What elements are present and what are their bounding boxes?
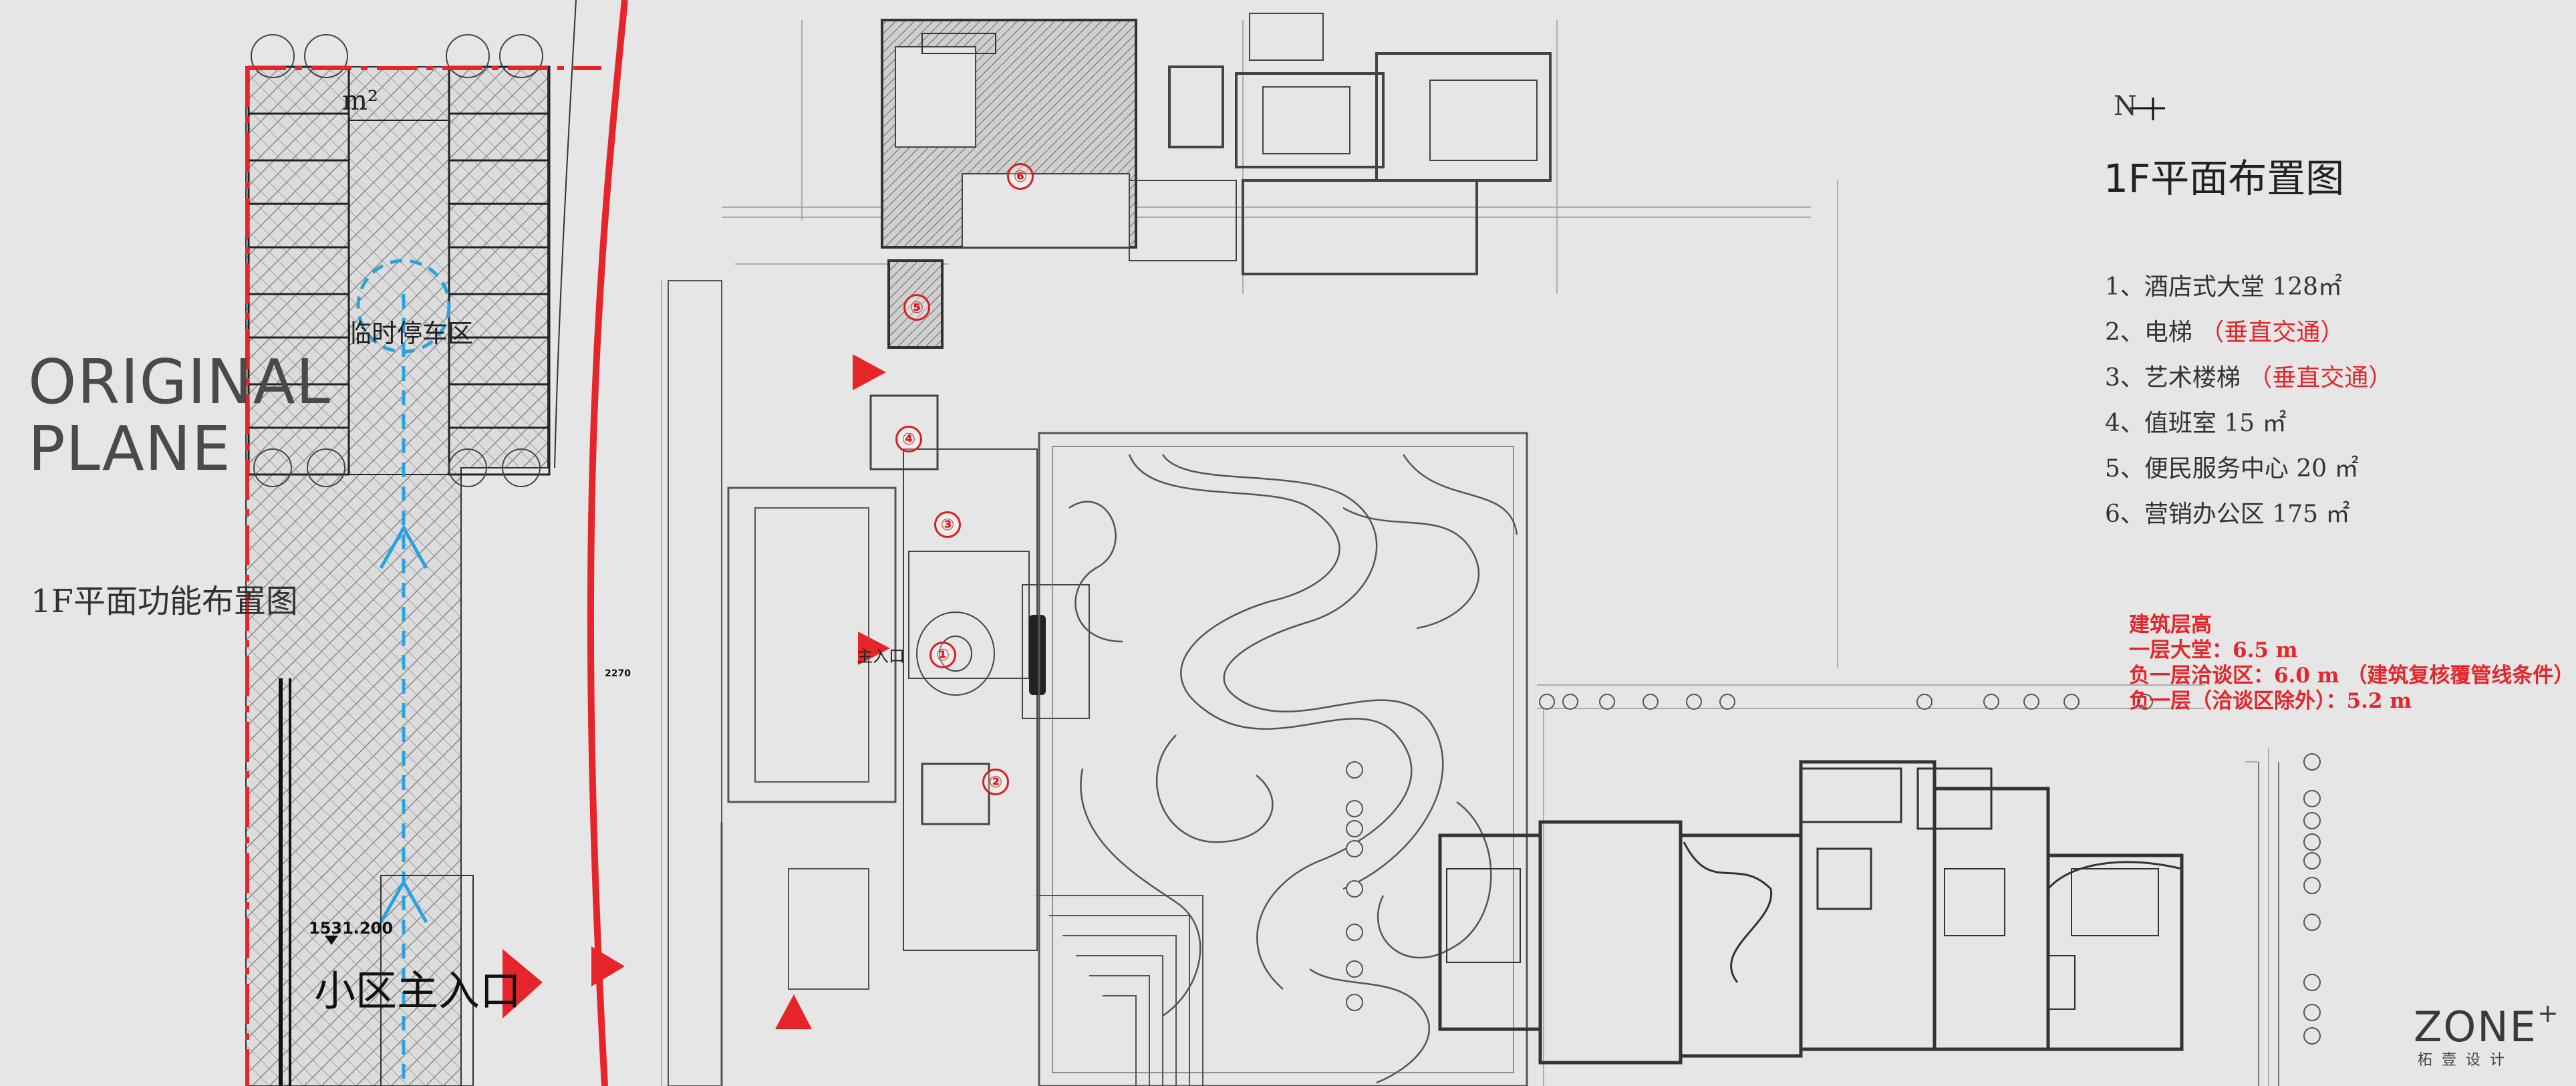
central-plan [661,13,2321,1086]
site-plan: 2270 [245,0,631,1086]
main-entrance-arrow [858,632,890,665]
entrance-arrow-outer [591,946,625,986]
legend-text: 2、电梯 [2105,319,2192,346]
legend-note: （垂直交通） [2200,319,2345,346]
landscape-curves [1068,454,1518,1084]
floor-height-notes: 建筑层高 一层大堂：6.5 m 负一层洽谈区：6.0 m （建筑复核覆管线条件）… [2129,612,2574,714]
legend-text: 4、值班室 15 ㎡ [2105,410,2287,437]
route-arrow-lower [379,878,428,924]
site-boundary-curve [587,0,628,1086]
logo-text: ZONE [2414,1002,2537,1051]
legend-item: 2、电梯 （垂直交通） [2105,310,2392,356]
tree-symbols [251,34,543,487]
lobby-entry-label: 主入口 [857,647,905,666]
legend-item: 3、艺术楼梯 （垂直交通） [2105,356,2392,401]
north-label: N [2114,91,2137,122]
legend-text: 6、营销办公区 175 ㎡ [2105,501,2350,528]
sunken-courtyard [1038,432,1528,1086]
marker-1: ① [929,642,956,668]
marker-4: ④ [895,426,922,452]
reception-desk [1029,615,1046,695]
marker-2: ② [982,769,1009,795]
note-line: 负一层洽谈区：6.0 m （建筑复核覆管线条件） [2129,664,2575,688]
elevation-label: 1531.200 [309,919,394,938]
note-line: 一层大堂：6.5 m [2129,638,2298,662]
route-arrow-upper [379,524,428,569]
svg-text:2270: 2270 [605,668,631,679]
marker-3: ③ [934,511,961,538]
legend-note: （垂直交通） [2248,364,2393,392]
legend-item: 6、营销办公区 175 ㎡ [2105,492,2392,537]
note-line: 负一层（洽谈区除外）：5.2 m [2129,689,2412,713]
main-entrance-label: 小区主入口 [314,966,522,1015]
room-legend: 1、酒店式大堂 128㎡ 2、电梯 （垂直交通） 3、艺术楼梯 （垂直交通） 4… [2105,265,2392,537]
north-arrow [2130,98,2165,120]
legend-item: 1、酒店式大堂 128㎡ [2105,265,2392,310]
title-line-1: ORIGINAL [28,346,331,418]
legend-item: 4、值班室 15 ㎡ [2105,401,2392,446]
plan-title: 1F平面布置图 [2104,156,2345,201]
road-edge-line [554,0,577,468]
legend-text: 5、便民服务中心 20 ㎡ [2105,455,2359,483]
elevation-marker [325,936,338,945]
corner-triangle [775,994,812,1029]
marker-5: ⑤ [903,294,930,321]
side-entrance-arrow [853,354,886,390]
area-unit-label: m² [342,86,378,116]
marker-6: ⑥ [1007,163,1034,190]
brand-subtitle: 柘壹设计 [2418,1052,2515,1069]
title-line-2: PLANE [28,413,231,485]
turnaround-circle [356,259,451,354]
entrance-arrow [503,949,543,1019]
function-subtitle: 1F平面功能布置图 [31,583,298,620]
legend-text: 3、艺术楼梯 [2105,364,2241,392]
page-title: ORIGINAL PLANE [28,349,331,483]
logo-plus: + [2537,998,2560,1028]
brand-logo: ZONE+ [2414,998,2560,1051]
entrance-gate [380,875,474,1086]
legend-item: 5、便民服务中心 20 ㎡ [2105,446,2392,492]
legend-text: 1、酒店式大堂 128㎡ [2105,273,2343,301]
parking-label: 临时停车区 [346,319,474,348]
note-line: 建筑层高 [2129,613,2212,637]
east-building [1438,760,2184,1065]
